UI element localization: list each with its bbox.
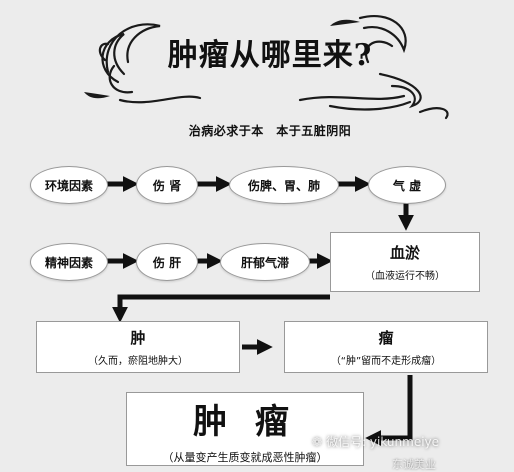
node-liver-damage: 伤 肝 xyxy=(136,243,198,281)
node-spleen-stomach-lung-damage: 伤脾、胃、肺 xyxy=(229,166,339,204)
blood-stasis-title: 血淤 xyxy=(389,244,420,262)
final-note: （从量变产生质变就成恶性肿瘤） xyxy=(162,450,328,464)
arrow-tumor-final xyxy=(365,375,413,447)
watermark-account: ❁ 微信号: yikunmeiye xyxy=(312,434,440,450)
node-swelling: 肿 （久而，瘀阻地肿大） xyxy=(36,321,240,373)
node-tumor-final: 肿 瘤 （从量变产生质变就成恶性肿瘤） xyxy=(126,392,364,466)
swelling-note: （久而，瘀阻地肿大） xyxy=(88,356,188,367)
final-title: 肿 瘤 xyxy=(193,401,297,442)
wechat-icon: ❁ xyxy=(312,434,323,449)
arrow-stasis-swelling xyxy=(111,294,330,323)
decorative-flourish xyxy=(84,15,449,120)
node-qi-deficiency: 气 虚 xyxy=(368,166,446,204)
watermark-name: 东诚美业 xyxy=(392,458,436,471)
node-tumor-formation: 瘤 （“肿”留而不走形成瘤） xyxy=(284,321,488,373)
node-mental-factors: 精神因素 xyxy=(30,243,108,281)
diagram-subtitle: 治病必求于本 本于五脏阴阳 xyxy=(188,124,352,138)
node-liver-qi-stagnation: 肝郁气滞 xyxy=(220,243,310,281)
node-blood-stasis: 血淤 （血液运行不畅） xyxy=(330,232,480,292)
node-kidney-damage: 伤 肾 xyxy=(136,166,198,204)
tumor-formation-title: 瘤 xyxy=(378,329,394,347)
blood-stasis-note: （血液运行不畅） xyxy=(365,271,445,282)
node-environment-factors: 环境因素 xyxy=(30,166,108,204)
tumor-formation-note: （“肿”留而不走形成瘤） xyxy=(330,356,442,367)
swelling-title: 肿 xyxy=(130,329,146,347)
diagram-title: 肿瘤从哪里来? xyxy=(167,38,373,73)
